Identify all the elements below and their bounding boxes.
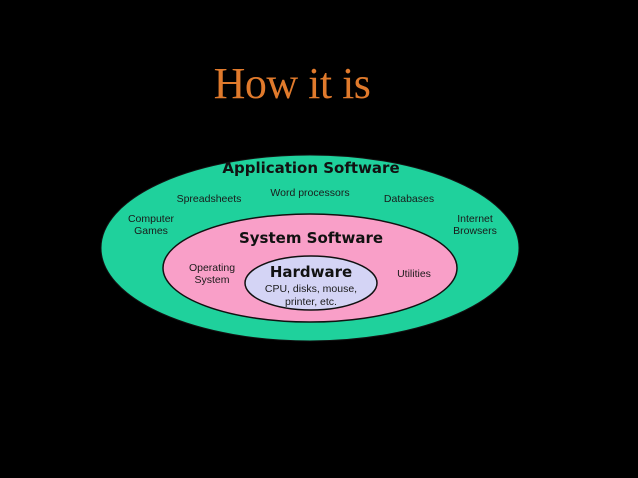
slide-title: How it is	[213, 59, 371, 108]
hardware-description-line2: printer, etc.	[285, 296, 337, 308]
computer-games-label-line1: Computer	[128, 213, 175, 225]
internet-browsers-label-line1: Internet	[457, 213, 493, 225]
utilities-label: Utilities	[397, 268, 431, 280]
operating-system-label-line1: Operating	[189, 262, 235, 274]
computer-games-label-line2: Games	[134, 225, 168, 237]
spreadsheets-label: Spreadsheets	[177, 193, 242, 205]
hardware-description-line1: CPU, disks, mouse,	[265, 283, 357, 295]
internet-browsers-label-line2: Browsers	[453, 225, 497, 237]
system-software-heading: System Software	[239, 229, 383, 247]
operating-system-label-line2: System	[194, 274, 229, 286]
databases-label: Databases	[384, 193, 434, 205]
word-processors-label: Word processors	[270, 187, 349, 199]
hardware-ellipse	[244, 255, 378, 311]
application-software-heading: Application Software	[222, 159, 399, 177]
hardware-heading: Hardware	[270, 263, 352, 281]
